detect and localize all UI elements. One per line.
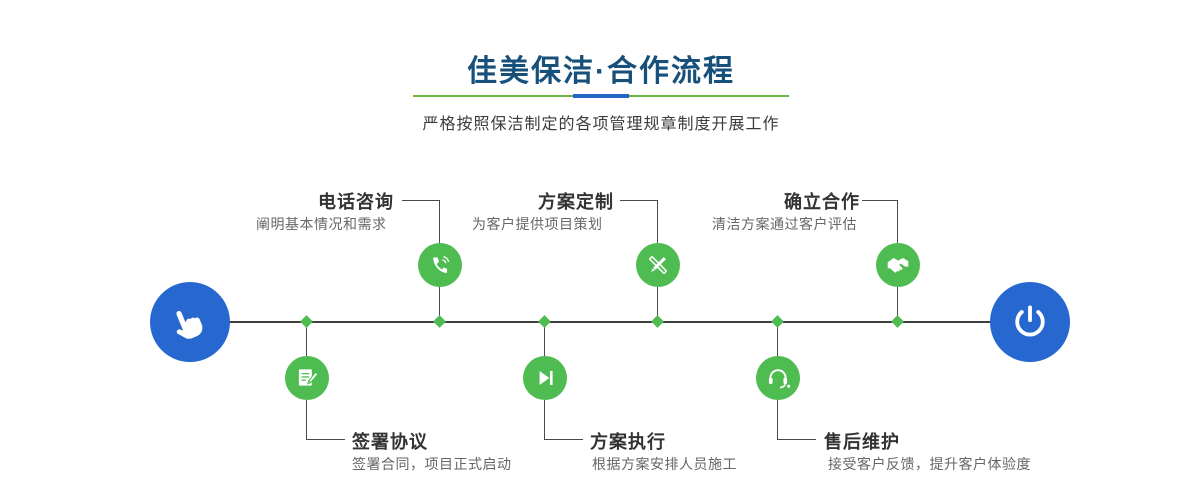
step-desc: 根据方案安排人员施工 [592,456,737,472]
page-subtitle: 严格按照保洁制定的各项管理规章制度开展工作 [422,116,780,133]
step-label: 售后维护 [824,432,900,452]
step-label: 方案定制 [538,192,614,212]
step-circle-execute [523,356,567,400]
step-label: 电话咨询 [318,192,394,212]
design-tools-icon [645,252,671,278]
connector-line [544,323,545,356]
step-circle-handshake [876,243,920,287]
connector-line [544,439,583,440]
connector-line [777,439,816,440]
connector-line [306,323,307,356]
connector-line [862,200,898,201]
connector-line [777,400,778,440]
connector-line [777,323,778,356]
title-underline-accent [573,94,629,98]
step-circle-phone [418,243,462,287]
connector-line [439,200,440,243]
page-title: 佳美保洁·合作流程 [467,55,735,88]
play-execute-icon [532,365,558,391]
pointing-hand-icon [169,301,211,343]
connector-line [439,287,440,321]
timeline-node-diamond [651,315,664,328]
step-desc: 清洁方案通过客户评估 [712,216,857,232]
contract-icon [294,365,320,391]
timeline-node-diamond [300,315,313,328]
step-label: 确立合作 [784,192,860,212]
connector-line [657,287,658,321]
timeline-line [190,321,1030,323]
connector-line [620,200,658,201]
timeline-end-circle [990,282,1070,362]
timeline-node-diamond [433,315,446,328]
timeline-start-circle [150,282,230,362]
timeline-node-diamond [891,315,904,328]
handshake-icon [885,252,911,278]
connector-line [657,200,658,243]
power-icon [1009,301,1051,343]
headset-icon [765,365,791,391]
connector-line [897,200,898,243]
step-label: 方案执行 [590,432,666,452]
phone-icon [427,252,453,278]
step-circle-support [756,356,800,400]
step-desc: 接受客户反馈，提升客户体验度 [828,456,1031,472]
timeline-node-diamond [771,315,784,328]
step-circle-design [636,243,680,287]
step-desc: 签署合同，项目正式启动 [352,456,512,472]
connector-line [306,439,345,440]
timeline-node-diamond [538,315,551,328]
connector-line [402,200,440,201]
connector-line [306,400,307,440]
step-circle-contract [285,356,329,400]
step-desc: 为客户提供项目策划 [472,216,603,232]
connector-line [544,400,545,440]
step-label: 签署协议 [352,432,428,452]
step-desc: 阐明基本情况和需求 [256,216,387,232]
connector-line [897,287,898,321]
